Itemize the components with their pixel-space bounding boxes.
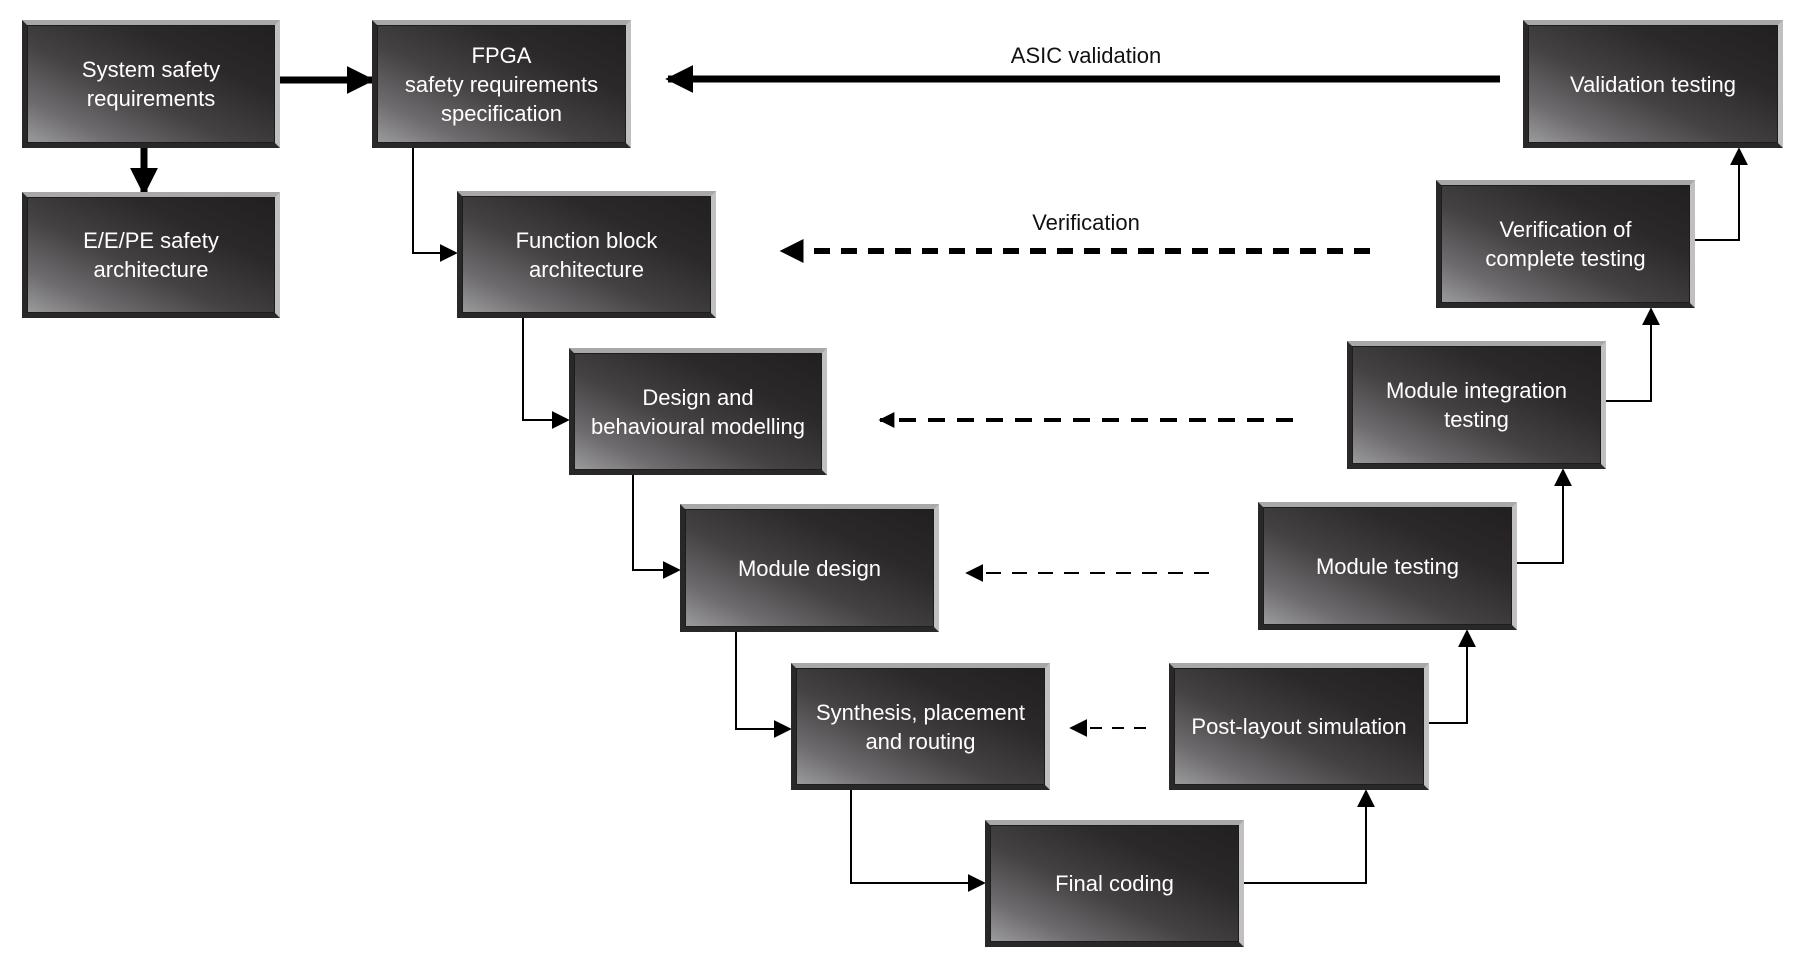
node-ee-pe-safety-architecture[interactable]: E/E/PE safety architecture — [22, 192, 280, 318]
node-post-layout-simulation[interactable]: Post-layout simulation — [1169, 663, 1429, 790]
node-label: System safety requirements — [81, 57, 221, 111]
node-system-safety-requirements[interactable]: System safety requirements — [22, 20, 280, 148]
node-verification-complete-testing[interactable]: Verification of complete testing — [1436, 180, 1695, 308]
node-final-coding[interactable]: Final coding — [985, 820, 1244, 947]
node-module-testing[interactable]: Module testing — [1258, 502, 1517, 630]
node-synthesis-placement-routing[interactable]: Synthesis, placement and routing — [791, 663, 1050, 790]
node-function-block-architecture[interactable]: Function block architecture — [457, 191, 716, 318]
node-design-behavioural-modelling[interactable]: Design and behavioural modelling — [569, 348, 827, 475]
arrow-design-to-module-design — [632, 474, 681, 579]
node-module-integration-testing[interactable]: Module integration testing — [1347, 341, 1606, 469]
arrow-module-design-to-synthesis — [735, 631, 792, 738]
node-label: E/E/PE safety architecture — [83, 228, 219, 282]
node-label: Design and behavioural modelling — [590, 384, 806, 439]
node-label: Module testing — [1315, 553, 1460, 579]
node-label: Function block architecture — [515, 227, 658, 282]
node-label: Synthesis, placement and routing — [815, 699, 1026, 754]
node-label: Verification of complete testing — [1485, 217, 1646, 271]
arrow-final-to-post-layout — [1243, 789, 1375, 884]
asic-validation-label: ASIC validation — [1010, 43, 1162, 68]
node-validation-testing[interactable]: Validation testing — [1523, 20, 1783, 148]
arrow-fpga-to-function-block — [412, 147, 458, 262]
node-label: Post-layout simulation — [1191, 714, 1407, 739]
node-label: Module design — [737, 555, 882, 581]
node-module-design[interactable]: Module design — [680, 504, 939, 632]
arrow-module-testing-to-integration — [1516, 468, 1572, 564]
verification-label: Verification — [1032, 210, 1140, 235]
node-fpga-safety-requirements-spec[interactable]: FPGA safety requirements specification — [372, 20, 631, 148]
arrow-verification-to-validation — [1694, 147, 1748, 241]
arrow-synthesis-to-final — [850, 789, 986, 892]
node-label: Validation testing — [1570, 71, 1736, 97]
arrow-post-layout-to-module-testing — [1428, 629, 1476, 724]
arrow-integration-to-verification — [1605, 307, 1660, 402]
node-label: Module integration testing — [1385, 378, 1567, 432]
node-label: FPGA safety requirements specification — [404, 42, 599, 126]
node-label: Final coding — [1055, 871, 1174, 896]
arrow-function-to-design — [522, 317, 570, 429]
